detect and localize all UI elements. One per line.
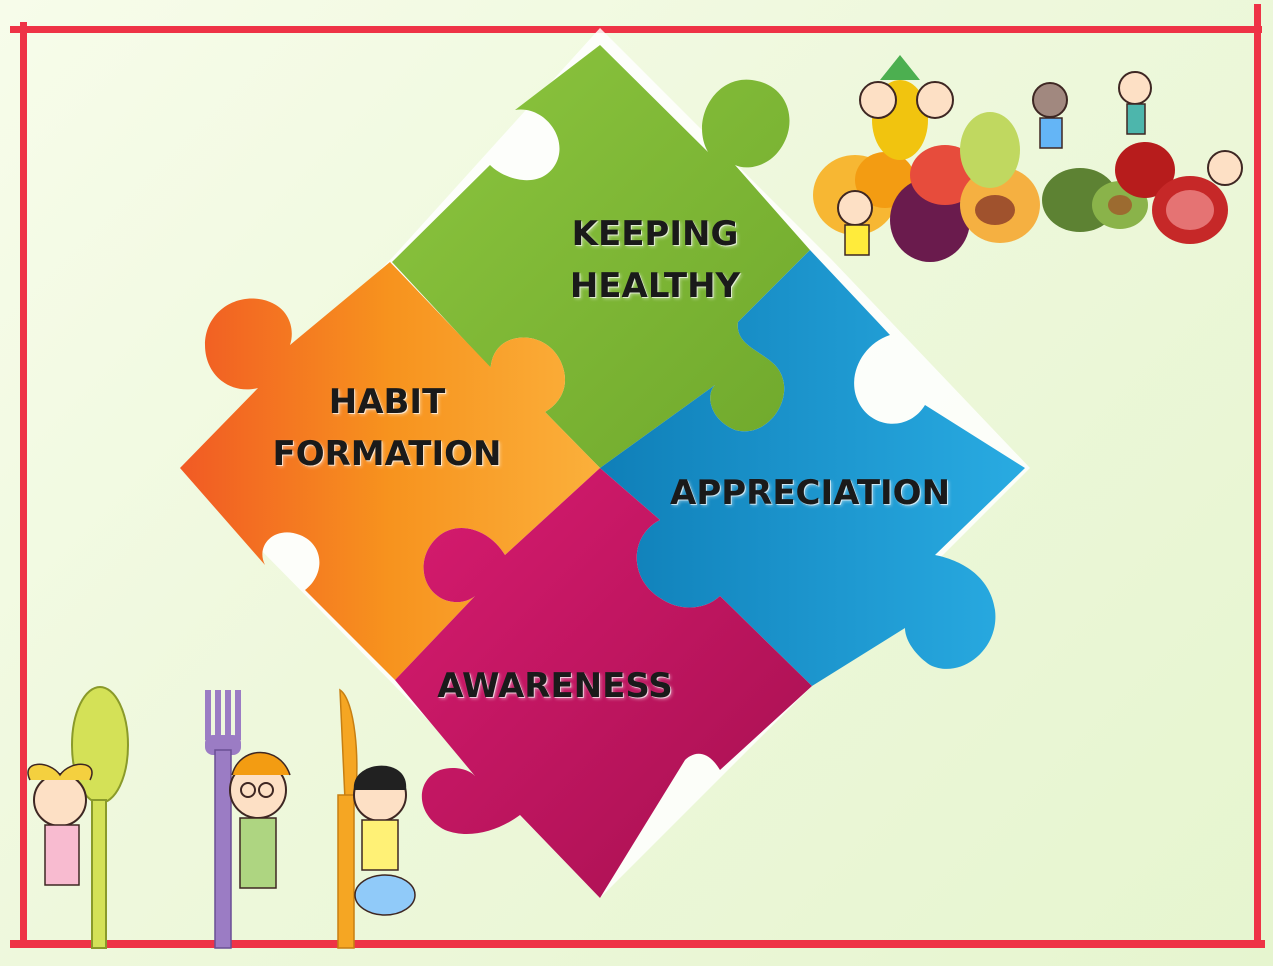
puzzle-piece-appreciation (600, 250, 1025, 686)
label-keeping-healthy-line1: KEEPING (571, 214, 739, 254)
label-keeping-healthy: KEEPING HEALTHY (560, 208, 750, 312)
puzzle-piece-habit-formation (180, 262, 600, 680)
label-appreciation-text: APPRECIATION (670, 473, 951, 513)
label-habit-formation: HABIT FORMATION (262, 376, 512, 480)
label-keeping-healthy-line2: HEALTHY (569, 266, 741, 306)
puzzle-piece-awareness (395, 468, 812, 898)
label-habit-formation-line1: HABIT (328, 382, 446, 422)
frame-right-border (1254, 4, 1261, 948)
fruit-and-children-illustration (813, 55, 1243, 262)
label-appreciation: APPRECIATION (670, 467, 950, 519)
frame-left-border (20, 22, 27, 948)
label-awareness-text: AWARENESS (437, 666, 673, 706)
kids-with-cutlery-illustration (27, 686, 416, 949)
frame-bottom-border (10, 940, 1265, 948)
label-awareness: AWARENESS (430, 660, 680, 712)
label-habit-formation-line2: FORMATION (272, 434, 502, 474)
frame-top-border (10, 26, 1262, 33)
puzzle-piece-keeping-healthy (392, 45, 810, 468)
